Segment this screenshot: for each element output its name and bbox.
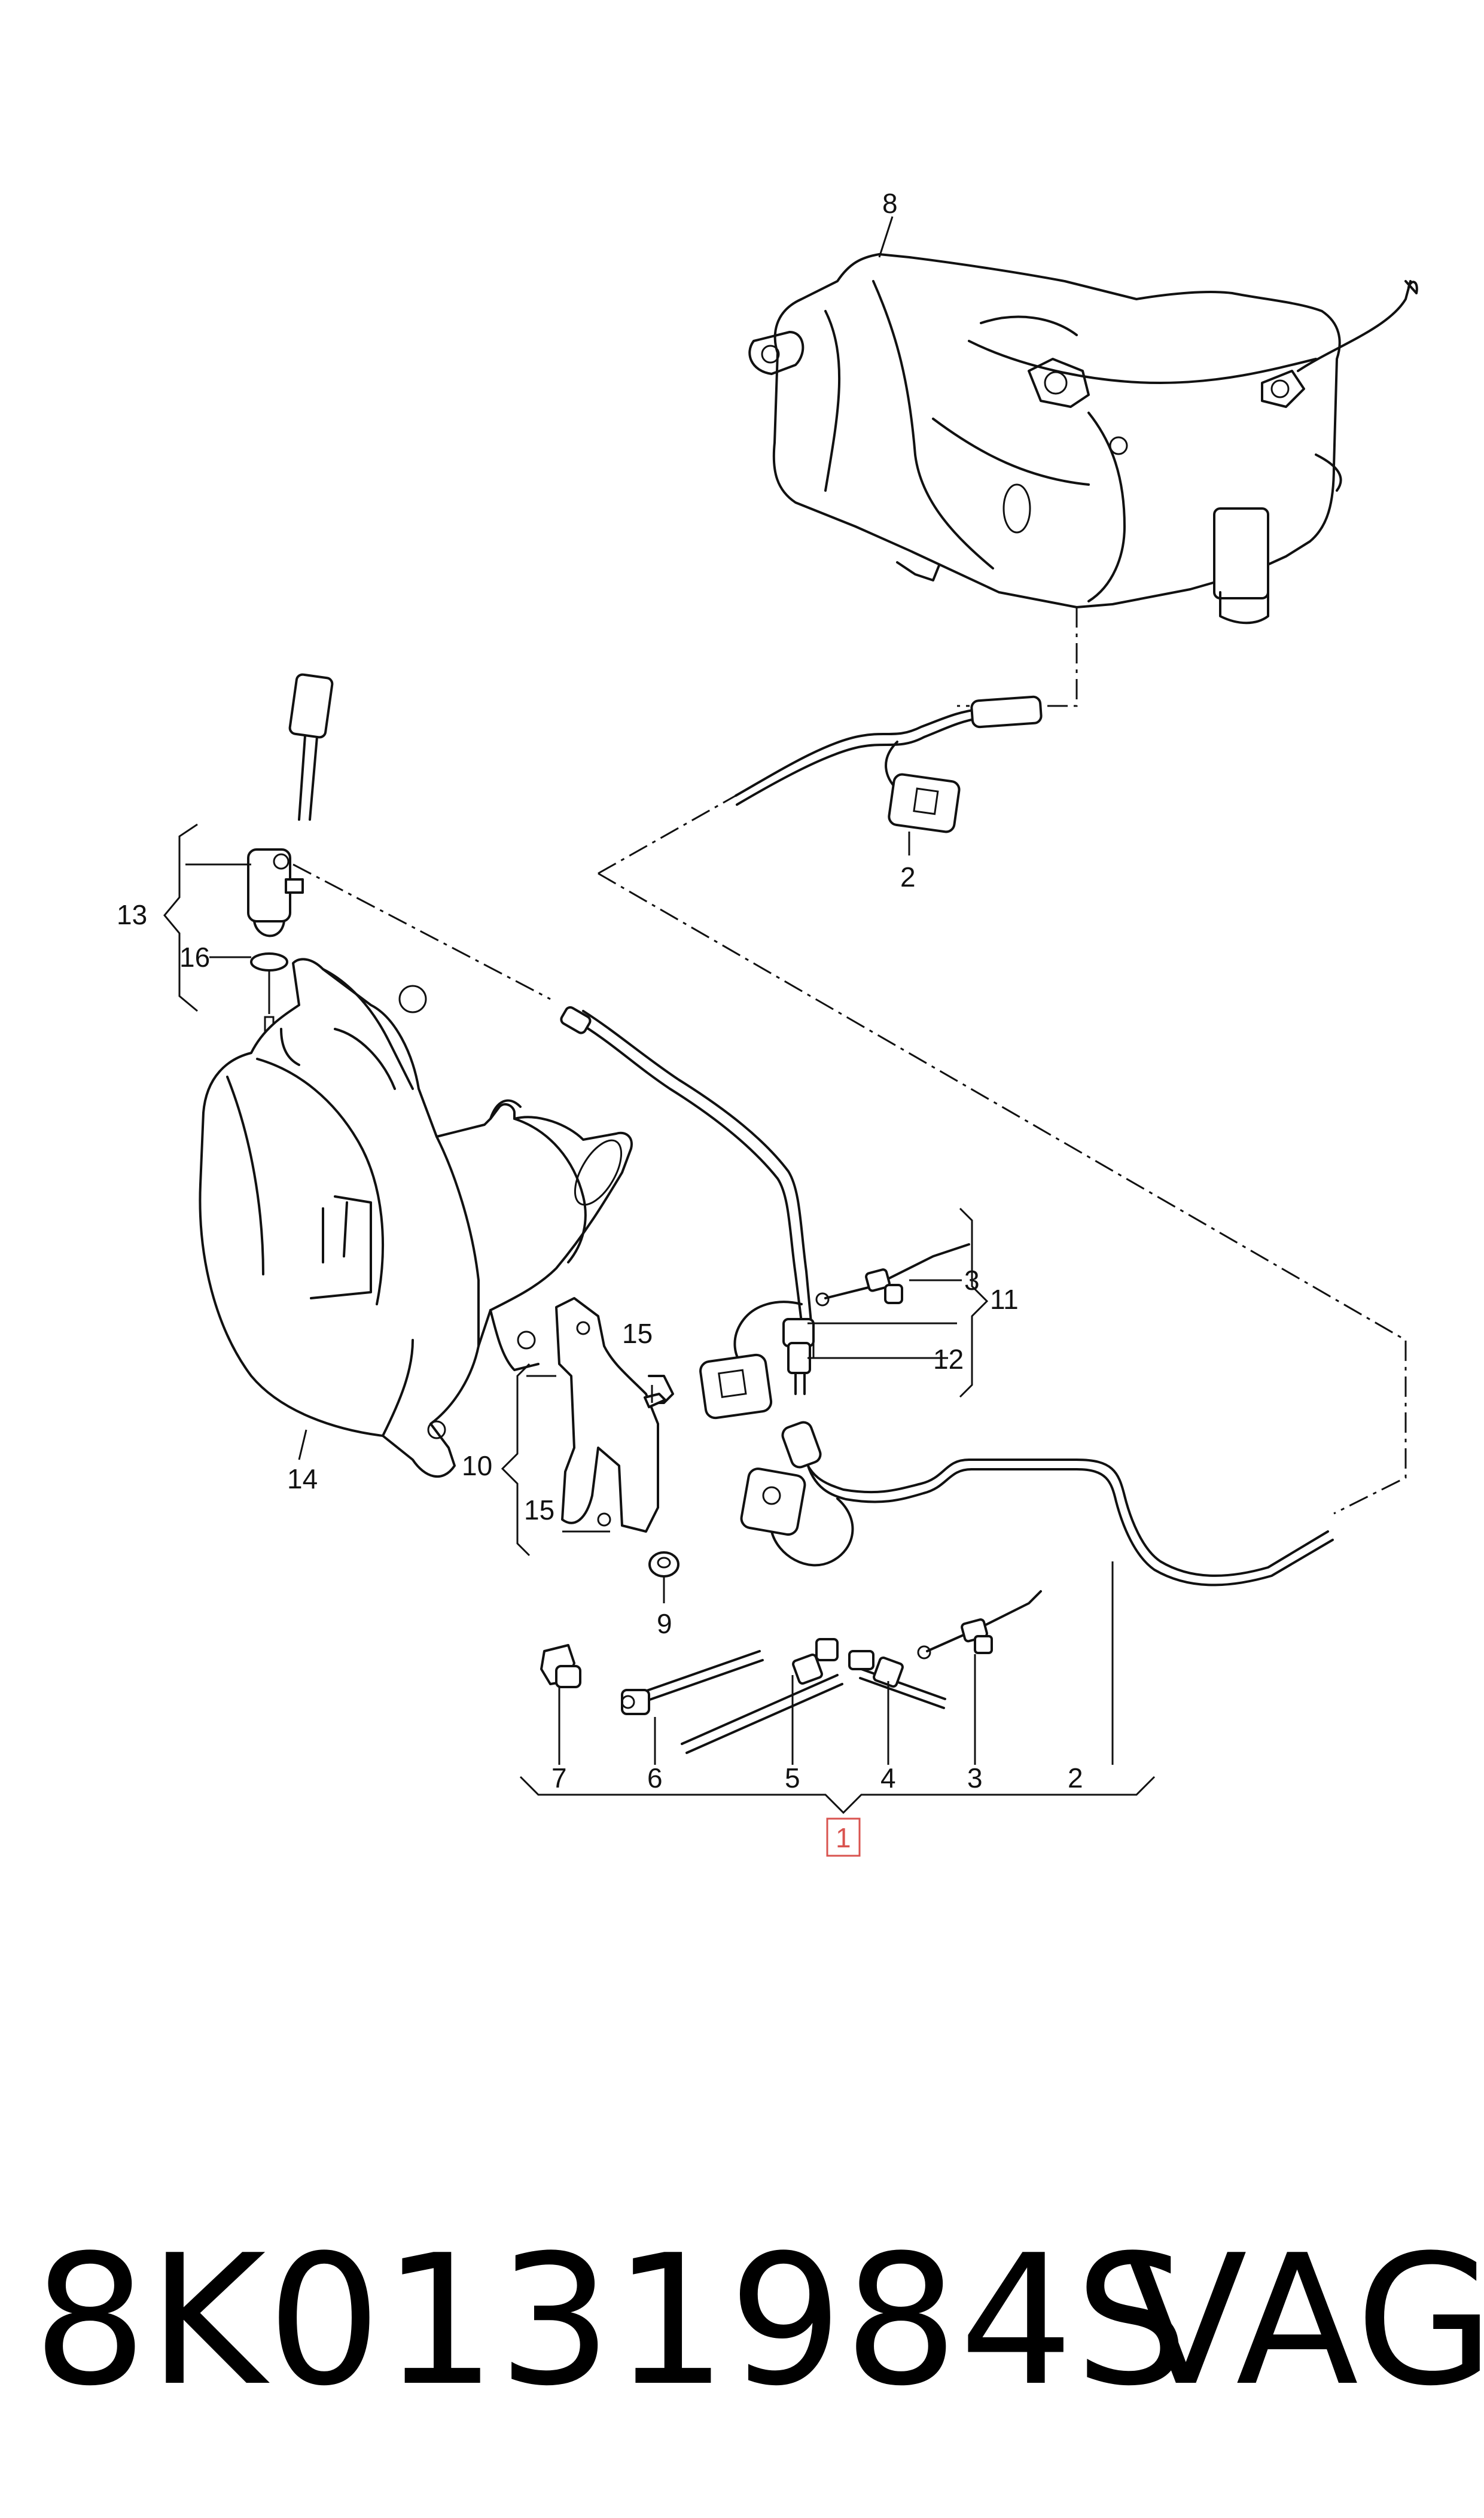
callout-9: 9 [657, 1608, 672, 1639]
callout-2-top: 2 [900, 861, 916, 893]
callout-labels: 8 2 3 11 12 13 16 14 15 10 15 9 7 6 5 4 … [117, 188, 1083, 1857]
exploded-parts-diagram: 8 2 3 11 12 13 16 14 15 10 15 9 7 6 5 4 … [117, 188, 1418, 1857]
brand-name: VAG [1125, 2216, 1484, 2425]
callout-1: 1 [836, 1822, 851, 1853]
callout-15-top: 15 [622, 1318, 653, 1349]
callout-3-bottom: 3 [967, 1762, 983, 1794]
callout-4: 4 [880, 1762, 896, 1794]
callout-11: 11 [990, 1284, 1019, 1315]
footer: 8K0131984S VAG [0, 2225, 1484, 2417]
sensor-assembly [247, 673, 334, 1036]
callout-16: 16 [179, 942, 210, 973]
callout-6: 6 [647, 1762, 663, 1794]
small-parts [540, 1243, 1042, 1754]
callout-12: 12 [933, 1344, 964, 1375]
callout-1-highlight-box [826, 1817, 861, 1857]
bracket-assembly [555, 1297, 679, 1578]
wire-connector-top [735, 695, 1043, 833]
part-number: 8K0131984S [33, 2216, 1190, 2425]
callout-13: 13 [117, 899, 147, 930]
callout-7: 7 [551, 1762, 567, 1794]
callout-14: 14 [287, 1463, 318, 1494]
callout-5: 5 [785, 1762, 800, 1794]
callout-3-right: 3 [964, 1265, 980, 1296]
callout-2-bottom: 2 [1068, 1762, 1083, 1794]
callout-10: 10 [462, 1450, 492, 1481]
catalytic-converter-drawing [199, 958, 633, 1478]
callout-15-bottom: 15 [524, 1494, 554, 1526]
leader-lines [185, 216, 1114, 1765]
grouping-brackets [163, 823, 1156, 1814]
callout-8: 8 [882, 188, 898, 219]
tank-drawing [748, 253, 1418, 625]
wiring-harness [560, 1006, 1334, 1587]
